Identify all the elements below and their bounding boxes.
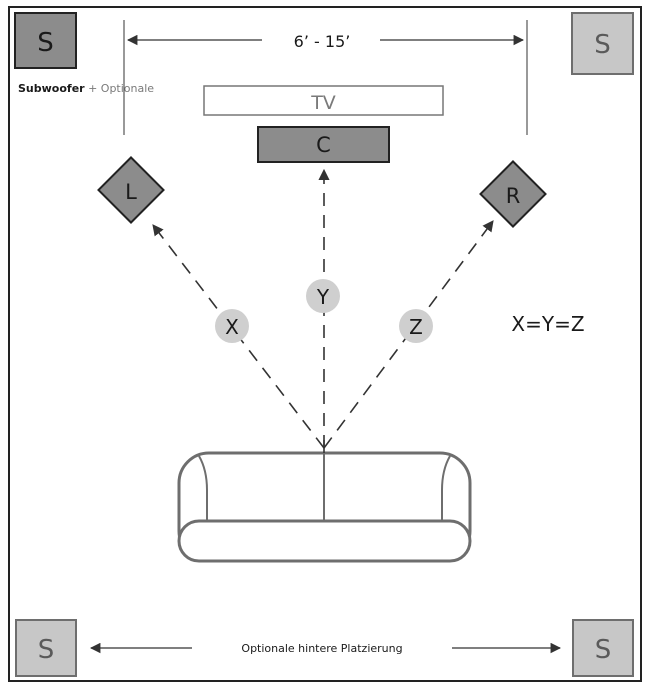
subwoofer-label: S [37, 28, 54, 58]
center-speaker: C [257, 126, 390, 163]
optional-rear-left-speaker: S [15, 619, 77, 677]
sofa-seat [177, 519, 472, 563]
sofa-right-arm [441, 455, 451, 522]
sofa-left-arm [198, 455, 208, 522]
optional-rear-right-label: S [595, 635, 612, 665]
optional-subwoofer-box [571, 12, 634, 75]
distance-y-circle [306, 279, 340, 313]
sofa [177, 440, 472, 563]
optional-rear-right-box [572, 619, 634, 677]
distance-z-label: Z [409, 315, 423, 339]
subwoofer-caption-bold: Subwoofer [18, 82, 85, 95]
right-speaker-box [479, 160, 547, 228]
right-speaker-label: R [506, 184, 521, 208]
room-border [8, 6, 642, 682]
optional-rear-left-label: S [38, 635, 55, 665]
distance-z-circle [399, 309, 433, 343]
distance-z-marker: Z [399, 309, 433, 343]
width-dimension: 6’ - 15’ [123, 20, 528, 135]
tv-label: TV [310, 92, 336, 114]
left-speaker: L [97, 156, 165, 224]
subwoofer-front-left: S [14, 12, 77, 69]
center-speaker-label: C [316, 133, 331, 157]
subwoofer-box [14, 12, 77, 69]
distance-y-label: Y [316, 285, 330, 309]
subwoofer-caption: Subwoofer + Optionale [18, 82, 154, 95]
tv: TV [203, 85, 444, 116]
left-speaker-label: L [125, 180, 137, 204]
rear-caption: Optionale hintere Platzierung [241, 642, 402, 655]
optional-subwoofer-front-right: S [571, 12, 634, 75]
right-speaker: R [479, 160, 547, 228]
subwoofer-caption-rest: + Optionale [85, 82, 155, 95]
optional-rear-right-speaker: S [572, 619, 634, 677]
equation-label: X=Y=Z [511, 312, 584, 336]
left-speaker-box [97, 156, 165, 224]
optional-rear-left-box [15, 619, 77, 677]
distance-x-circle [215, 309, 249, 343]
tv-box [203, 85, 444, 116]
center-speaker-box [257, 126, 390, 163]
distance-label: 6’ - 15’ [294, 32, 351, 51]
distance-x-label: X [225, 315, 239, 339]
distance-x-marker: X [215, 309, 249, 343]
distance-y-marker: Y [306, 279, 340, 313]
optional-subwoofer-label: S [594, 30, 611, 60]
